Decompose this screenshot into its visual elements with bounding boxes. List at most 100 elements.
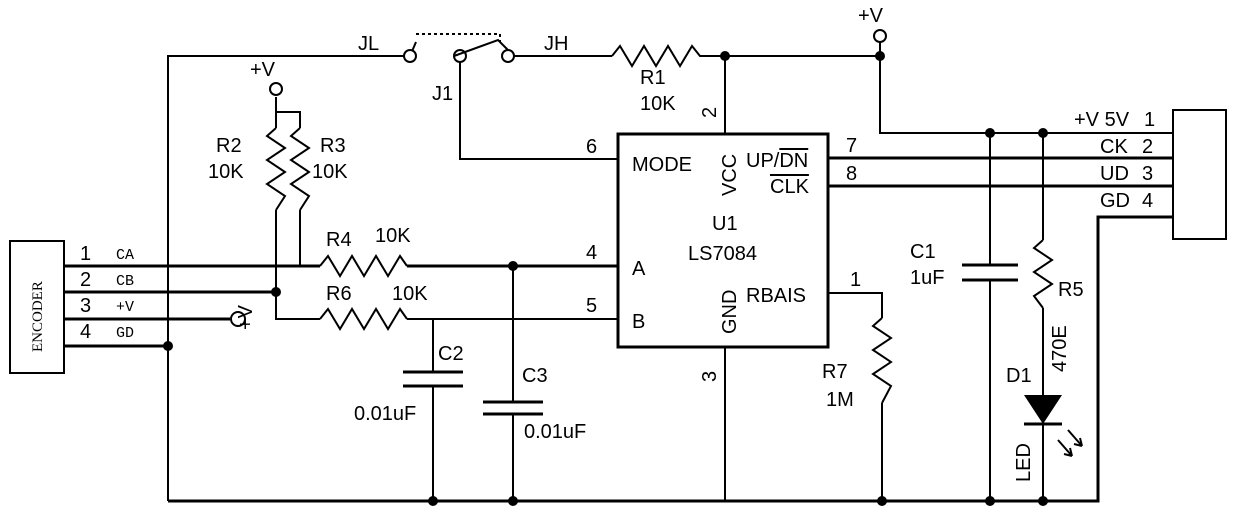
junction (508, 496, 518, 506)
left-bus-wire (167, 55, 410, 501)
vplus-label-top: +V (858, 5, 884, 27)
r5-ref: R5 (1058, 279, 1084, 301)
encoder-pin-name-3: +V (116, 299, 134, 316)
encoder-pin-name-1: CA (116, 247, 134, 264)
r2-ref: R2 (216, 135, 242, 157)
conn-pin-label-1: +V 5V (1074, 109, 1130, 131)
encoder-pin-num-4: 4 (80, 321, 91, 343)
jh-terminal (501, 49, 515, 63)
r6-ref: R6 (326, 283, 352, 305)
encoder-pin-name-4: GD (116, 325, 134, 342)
r1-to-v-wire (705, 36, 881, 57)
wires (64, 36, 1173, 503)
j1-blade (453, 38, 509, 57)
pin-number-2: 2 (699, 107, 721, 118)
led-label: LED (1013, 443, 1035, 482)
c3-plates (483, 400, 543, 416)
r1-value: 10K (640, 93, 676, 115)
c1-plates (962, 263, 1018, 282)
ground-bus (168, 215, 1173, 503)
r4-value: 10K (375, 225, 411, 247)
r3-ref: R3 (320, 135, 346, 157)
conn-pin-label-4: GD (1100, 190, 1130, 212)
junction (508, 261, 518, 271)
encoder-box (9, 240, 65, 374)
junction (985, 128, 995, 138)
encoder-pin-num-1: 1 (80, 243, 91, 265)
vplus-label-pullup: +V (250, 59, 276, 81)
r3-symbol (289, 127, 311, 211)
junction (271, 287, 281, 297)
resistor-symbols (265, 44, 1054, 404)
junction (163, 341, 173, 351)
led-triangle (1024, 395, 1062, 424)
ic-pin-mode: MODE (632, 154, 692, 176)
r7-ref: R7 (822, 361, 848, 383)
r4-ref: R4 (326, 229, 352, 251)
conn-pin-num-4: 4 (1142, 190, 1153, 212)
ic-u1-body (616, 132, 830, 349)
capacitor-symbols (403, 263, 1018, 416)
ic-pin-gnd: GND (719, 290, 741, 334)
pin-number-5: 5 (586, 295, 597, 317)
c3-value: 0.01uF (524, 421, 586, 443)
ic-pin-up: UP/ (746, 150, 780, 172)
c2-value: 0.01uF (354, 403, 416, 425)
ic-pin-dn: DN (779, 150, 808, 172)
ic-pin-vcc: VCC (719, 154, 741, 196)
ic-pin-b: B (632, 311, 645, 333)
ic-pin-a: A (632, 258, 646, 280)
r7-symbol (871, 317, 893, 404)
encoder-pin-name-2: CB (116, 273, 134, 290)
led-arrow-2 (1067, 429, 1083, 447)
vplus-terminal-encoder (230, 311, 246, 327)
r5-value: 470E (1049, 325, 1071, 372)
jumper-j1 (403, 33, 515, 63)
junction (1038, 128, 1048, 138)
j1-label: J1 (432, 83, 453, 105)
r6-value: 10K (392, 283, 428, 305)
d1-ref: D1 (1006, 365, 1032, 387)
vplus-rail-wire (879, 56, 1173, 134)
vplus-label-encoder: +V (235, 304, 257, 330)
conn-pin-label-3: UD (1100, 163, 1129, 185)
ic-pin-clk: CLK (770, 176, 810, 198)
c2-plates (403, 370, 463, 388)
c3-ref: C3 (522, 365, 548, 387)
c2-ref: C2 (438, 343, 464, 365)
ic-part: LS7084 (688, 243, 757, 265)
junction (720, 51, 730, 61)
conn-pin-label-2: CK (1100, 136, 1128, 158)
vplus-terminal-top (873, 29, 887, 43)
jl-label: JL (358, 33, 379, 55)
pin-number-3: 3 (699, 371, 721, 382)
jh-label: JH (544, 33, 568, 55)
jl-terminal (403, 49, 417, 63)
ic-pin-rbais: RBAIS (746, 285, 806, 307)
r2-symbol (265, 127, 287, 211)
pin-number-1: 1 (850, 269, 861, 291)
junction (875, 51, 885, 61)
r6-symbol (319, 307, 408, 331)
junction (428, 496, 438, 506)
pin-number-6: 6 (586, 136, 597, 158)
junction (1038, 496, 1048, 506)
pin-number-8: 8 (846, 163, 857, 185)
r5-symbol (1032, 239, 1054, 309)
led-arrow-1 (1057, 439, 1073, 457)
c1-value: 1uF (910, 267, 944, 289)
r7-value: 1M (826, 389, 854, 411)
jumper-link (416, 33, 501, 42)
r1-ref: R1 (640, 67, 666, 89)
r3-value: 10K (312, 161, 348, 183)
r2-value: 10K (208, 161, 244, 183)
junction (877, 496, 887, 506)
r1-symbol (611, 44, 705, 68)
conn-pin-num-3: 3 (1142, 163, 1153, 185)
encoder-pin-num-2: 2 (80, 269, 91, 291)
vplus-terminal-pullup (269, 82, 283, 96)
ic-pin-updn: UP/DN (746, 150, 808, 172)
encoder-pin-num-3: 3 (80, 295, 91, 317)
junction (985, 496, 995, 506)
